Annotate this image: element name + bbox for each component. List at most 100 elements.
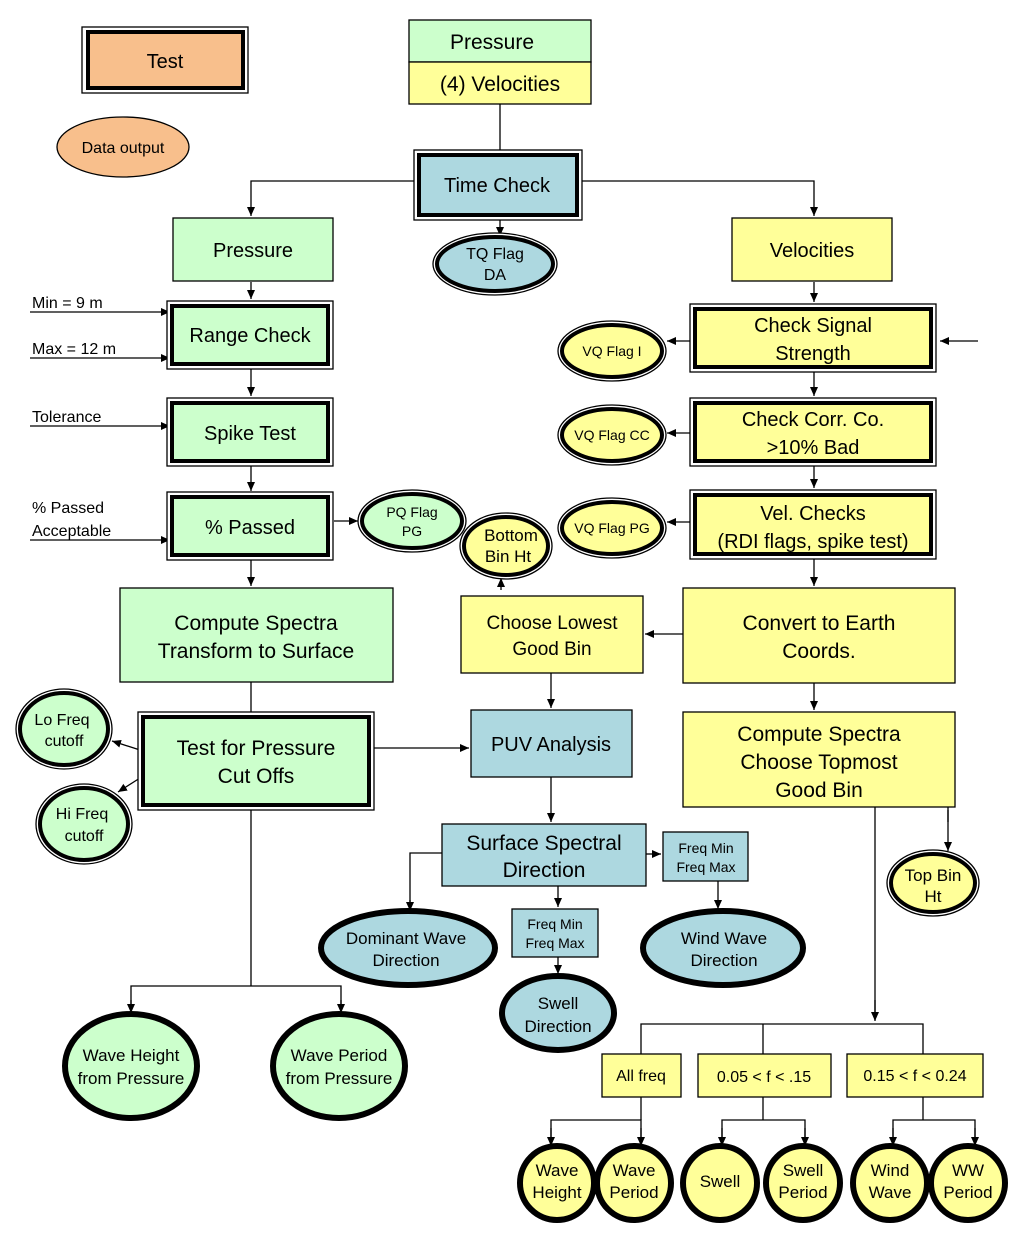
lo-freq-output: Lo Freq cutoff	[15, 688, 113, 770]
swell-period-line1: Swell	[783, 1161, 824, 1180]
dominant-direction-output: Dominant Wave Direction	[318, 908, 498, 988]
signal-strength-test: Check Signal Strength	[689, 303, 937, 373]
vel-checks-line1: Vel. Checks	[760, 503, 866, 525]
input-boxes: Pressure (4) Velocities	[408, 19, 592, 105]
surface-direction-line2: Direction	[503, 859, 586, 882]
lowest-bin-line2: Good Bin	[512, 639, 591, 660]
wave-period-velocity-output: Wave Period	[594, 1143, 674, 1223]
wave-period-pressure-line2: from Pressure	[286, 1069, 393, 1088]
vq-flag-pg-output: VQ Flag PG	[557, 497, 667, 559]
legend: Test Data output	[56, 26, 249, 178]
wave-height-pressure-line2: from Pressure	[78, 1069, 185, 1088]
surface-direction-box: Surface Spectral Direction	[441, 823, 647, 887]
wind-direction-output: Wind Wave Direction	[640, 908, 806, 988]
wave-height-velocity-output: Wave Height	[517, 1143, 597, 1223]
wave-height-velocity-line1: Wave	[536, 1161, 579, 1180]
ww-period-line1: WW	[952, 1161, 984, 1180]
lowest-bin-box: Choose Lowest Good Bin	[460, 595, 644, 674]
hi-freq-line1: Hi Freq	[56, 806, 108, 823]
pq-flag-line1: PQ Flag	[386, 504, 437, 520]
swell-period-line2: Period	[778, 1183, 827, 1202]
all-freq-box: All freq	[601, 1053, 682, 1098]
legend-test-box: Test	[81, 26, 249, 94]
vq-flag-cc-output: VQ Flag CC	[557, 404, 667, 466]
convert-coords-line1: Convert to Earth	[743, 612, 896, 635]
wave-period-pressure-line1: Wave Period	[291, 1046, 388, 1065]
pressure-header-box: Pressure	[172, 217, 334, 282]
lo-freq-line1: Lo Freq	[34, 712, 89, 729]
surface-direction-line1: Surface Spectral	[466, 832, 621, 855]
wind-direction-line1: Wind Wave	[681, 929, 767, 948]
wind-wave-line2: Wave	[869, 1183, 912, 1202]
vq-flag-cc-label: VQ Flag CC	[574, 427, 649, 443]
tq-flag-output: TQ Flag DA	[432, 232, 558, 296]
pressure-cutoffs-line2: Cut Offs	[218, 765, 295, 788]
top-bin-line1: Top Bin	[905, 866, 962, 885]
wave-height-pressure-output: Wave Height from Pressure	[62, 1011, 200, 1121]
swell-direction-output: Swell Direction	[499, 973, 617, 1053]
compute-spectra-pressure-line1: Compute Spectra	[174, 612, 338, 635]
top-bin-output: Top Bin Ht	[886, 849, 980, 917]
pressure-cutoffs-test: Test for Pressure Cut Offs	[137, 711, 375, 811]
ww-period-line2: Period	[943, 1183, 992, 1202]
lo-freq-line2: cutoff	[45, 733, 84, 750]
freq-range-wind-line1: Freq Min	[678, 840, 733, 856]
percent-passed-label: % Passed	[205, 517, 295, 539]
max-label: Max = 12 m	[32, 341, 116, 358]
tq-flag-line1: TQ Flag	[466, 246, 524, 263]
wind-wave-line1: Wind	[871, 1161, 910, 1180]
compute-spectra-velocity-line3: Good Bin	[775, 779, 863, 802]
velocities-header-label: Velocities	[770, 240, 855, 262]
pq-flag-output: PQ Flag PG	[357, 489, 467, 553]
corr-check-line1: Check Corr. Co.	[742, 409, 884, 431]
convert-coords-box: Convert to Earth Coords.	[682, 587, 956, 684]
swell-direction-line1: Swell	[538, 994, 579, 1013]
legend-data-output-label: Data output	[82, 140, 165, 157]
acceptable-label: Acceptable	[32, 523, 111, 540]
wave-height-pressure-line1: Wave Height	[83, 1046, 180, 1065]
input-pressure: Pressure	[450, 31, 534, 54]
hi-freq-output: Hi Freq cutoff	[35, 783, 133, 865]
velocities-header-box: Velocities	[731, 217, 893, 282]
compute-spectra-pressure-box: Compute Spectra Transform to Surface	[119, 587, 394, 683]
pressure-header-label: Pressure	[213, 240, 293, 262]
all-freq-label: All freq	[616, 1068, 666, 1085]
connectors	[30, 104, 979, 1146]
pressure-cutoffs-line1: Test for Pressure	[177, 737, 336, 760]
band-swell-box: 0.05 < f < .15	[697, 1053, 832, 1098]
dominant-direction-line2: Direction	[372, 951, 439, 970]
legend-data-output: Data output	[56, 116, 190, 178]
swell-period-output: Swell Period	[763, 1143, 843, 1223]
swell-label: Swell	[700, 1172, 741, 1191]
freq-range-swell-box: Freq Min Freq Max	[511, 908, 599, 958]
range-check-test: Range Check	[166, 300, 334, 370]
input-velocities: (4) Velocities	[440, 73, 560, 96]
signal-strength-line2: Strength	[775, 343, 851, 365]
vq-flag-pg-label: VQ Flag PG	[574, 520, 649, 536]
time-check-test: Time Check	[413, 149, 583, 221]
pq-flag-line2: PG	[402, 523, 422, 539]
hi-freq-line2: cutoff	[65, 828, 104, 845]
convert-coords-line2: Coords.	[782, 640, 856, 663]
tolerance-label: Tolerance	[32, 409, 101, 426]
puv-analysis-box: PUV Analysis	[470, 709, 633, 778]
top-bin-line2: Ht	[925, 887, 942, 906]
bottom-bin-output: Bottom Bin Ht	[459, 512, 553, 580]
legend-test-label: Test	[147, 51, 184, 73]
percent-passed-test: % Passed	[166, 491, 334, 561]
passed-label: % Passed	[32, 500, 104, 517]
freq-range-wind-line2: Freq Max	[676, 859, 735, 875]
corr-check-test: Check Corr. Co. >10% Bad	[689, 397, 937, 467]
time-check-label: Time Check	[444, 175, 551, 197]
vel-checks-test: Vel. Checks (RDI flags, spike test)	[689, 489, 937, 560]
freq-range-swell-line1: Freq Min	[527, 916, 582, 932]
wave-period-velocity-line2: Period	[609, 1183, 658, 1202]
wave-period-pressure-output: Wave Period from Pressure	[270, 1011, 408, 1121]
range-check-label: Range Check	[189, 325, 311, 347]
wave-period-velocity-line1: Wave	[613, 1161, 656, 1180]
freq-range-swell-line2: Freq Max	[525, 935, 584, 951]
vq-flag-i-output: VQ Flag I	[557, 320, 667, 382]
spike-test-label: Spike Test	[204, 423, 296, 445]
wave-height-velocity-line2: Height	[532, 1183, 581, 1202]
